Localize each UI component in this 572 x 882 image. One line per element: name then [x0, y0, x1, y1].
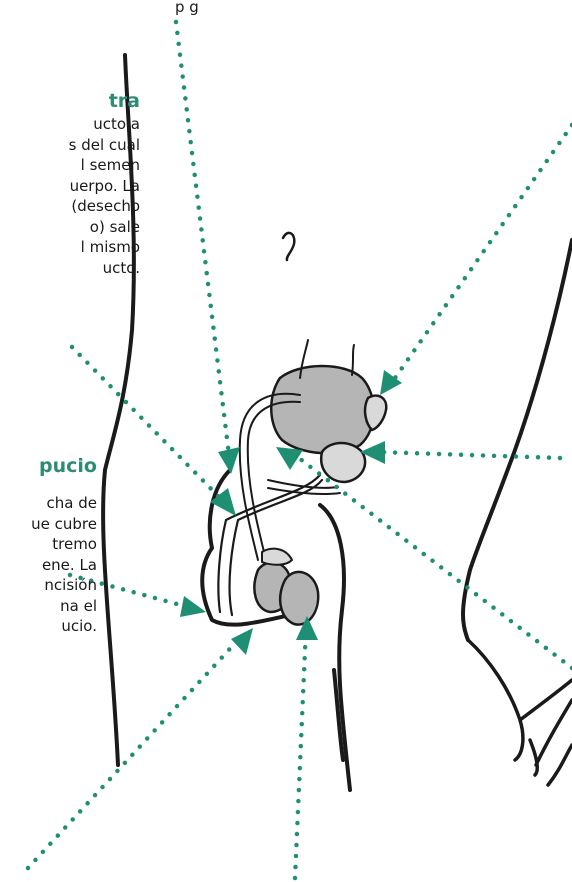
prepucio-line: ue cubre — [31, 514, 97, 533]
arm-outline — [461, 238, 572, 642]
arrowhead-6 — [180, 596, 206, 617]
hand-finger — [546, 743, 572, 787]
arrowhead-4 — [276, 447, 303, 470]
prepucio-label: pucio cha de ue cubre tremo ene. La ncis… — [0, 455, 97, 637]
prepucio-line: na el — [60, 596, 97, 615]
prepucio-line: cha de — [46, 494, 97, 512]
uretra-line: s del cual — [68, 135, 140, 154]
pointer-line-top-vertical — [173, 19, 232, 458]
prepucio-description: cha de ue cubre tremo ene. La ncisión na… — [0, 493, 97, 637]
hand-outline — [466, 638, 572, 777]
urethra-tube — [217, 473, 324, 617]
uretra-line: o) sale — [89, 217, 140, 236]
prepucio-line: ucio. — [61, 617, 97, 635]
pointer-lines — [25, 19, 572, 881]
vas-deferens-tubes — [238, 392, 341, 561]
pointer-line-top-right — [392, 122, 572, 381]
ureter-lines — [299, 339, 355, 379]
prostate-shape — [319, 441, 367, 484]
arrowhead-5 — [210, 488, 236, 516]
seminal-vesicle-shape — [363, 394, 388, 432]
pointer-line-right — [375, 449, 563, 461]
navel-mark — [281, 231, 296, 262]
testis-right — [278, 570, 320, 626]
prepucio-line: ene. La — [41, 555, 97, 574]
prepucio-line: tremo — [52, 535, 97, 553]
arrowhead-1 — [218, 447, 240, 474]
bladder-shape — [270, 364, 375, 455]
uretra-line: ucto a — [93, 115, 140, 133]
epididymis — [261, 547, 293, 566]
pointer-line-prepucio — [67, 572, 191, 610]
groin-outline — [200, 468, 292, 627]
uretra-line: (desecho — [71, 197, 140, 215]
uretra-line: ucto. — [102, 258, 140, 277]
prepucio-title: pucio — [39, 455, 97, 477]
prepucio-line: ncisión — [44, 576, 97, 594]
pointer-line-bottom-left — [25, 637, 241, 871]
uretra-line: l mismo — [80, 238, 140, 256]
arrowhead-2 — [380, 370, 402, 395]
inner-leg-outline — [318, 503, 352, 792]
uretra-title: tra — [108, 90, 140, 112]
pointer-line-bottom — [292, 625, 309, 881]
left-leg-outline — [101, 53, 136, 767]
uretra-description: ucto a s del cual l semen uerpo. La (des… — [0, 114, 140, 278]
pointer-line-lower-right — [292, 452, 572, 671]
arrowhead-8 — [296, 616, 318, 640]
uretra-label: tra ucto a s del cual l semen uerpo. La … — [0, 90, 140, 278]
arrowhead-7 — [231, 628, 253, 655]
top-text-fragment: p g — [175, 0, 199, 16]
pointer-arrows — [180, 370, 402, 655]
uretra-line: uerpo. La — [69, 176, 140, 195]
uretra-line: l semen — [80, 156, 140, 174]
arrowhead-3 — [360, 441, 385, 464]
reproductive-organs — [217, 339, 388, 626]
inner-leg-line — [332, 668, 345, 762]
body-outline — [101, 53, 572, 792]
